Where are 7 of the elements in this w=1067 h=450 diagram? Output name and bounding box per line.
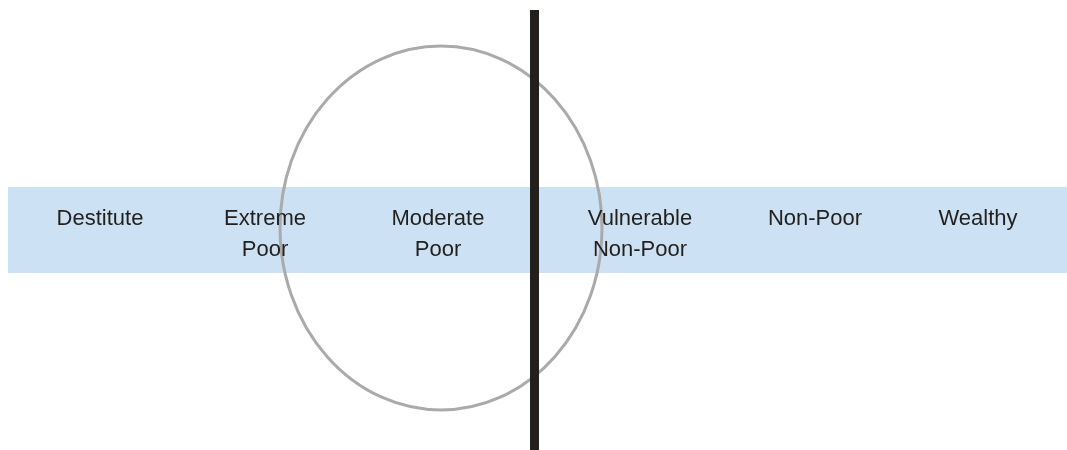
category-label: Non-Poor [766,204,864,232]
category-label: Wealthy [937,204,1019,232]
category-label: Moderate Poor [390,204,486,263]
category-label: Vulnerable Non-Poor [586,204,694,263]
category-band [8,187,1067,273]
category-label: Extreme Poor [223,204,307,263]
category-label: Destitute [55,204,145,232]
